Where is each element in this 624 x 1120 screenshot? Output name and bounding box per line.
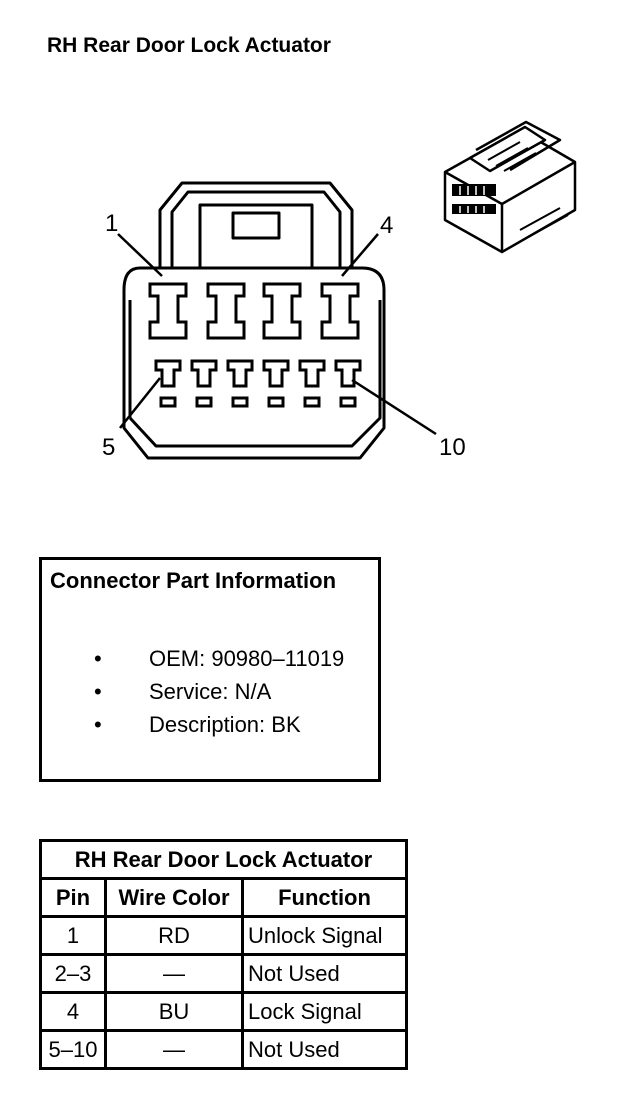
slot-6 — [195, 396, 213, 408]
leader-pin-1 — [117, 233, 163, 277]
terminal-6 — [190, 359, 218, 388]
pin-label-1: 1 — [105, 210, 119, 237]
connector-inner-outline — [128, 300, 382, 448]
column-header-pin: Pin — [39, 877, 107, 918]
info-description: Description: BK — [149, 712, 301, 737]
leader-pin-5 — [119, 377, 161, 429]
pin-label-10: 10 — [439, 434, 466, 461]
cell-pin: 2–3 — [39, 953, 107, 994]
pin-label-5: 5 — [102, 434, 116, 461]
pin-table: RH Rear Door Lock Actuator Pin Wire Colo… — [39, 839, 408, 1070]
cell-function: Not Used — [241, 953, 408, 994]
latch-inner — [170, 190, 342, 268]
list-item: • OEM: 90980–11019 — [94, 642, 344, 675]
cell-function: Not Used — [241, 1029, 408, 1070]
table-row: 5–10 — Not Used — [39, 1029, 408, 1070]
cell-wire-color: — — [104, 1029, 244, 1070]
slot-9 — [303, 396, 321, 408]
connector-face-diagram — [117, 120, 577, 460]
terminal-3 — [262, 282, 302, 340]
list-item: • Description: BK — [94, 708, 344, 741]
leader-pin-10 — [351, 378, 437, 436]
column-header-wire-color: Wire Color — [104, 877, 244, 918]
cell-pin: 5–10 — [39, 1029, 107, 1070]
connector-info-list: • OEM: 90980–11019 • Service: N/A • Descrip… — [94, 642, 344, 741]
slot-7 — [231, 396, 249, 408]
terminal-10 — [334, 359, 362, 388]
slot-8 — [267, 396, 285, 408]
column-header-function: Function — [241, 877, 408, 918]
info-oem: OEM: 90980–11019 — [149, 646, 345, 671]
bullet-icon: • — [94, 712, 102, 737]
latch-housing — [158, 181, 354, 268]
latch-window — [198, 203, 314, 268]
table-row: 4 BU Lock Signal — [39, 991, 408, 1032]
pin-label-4: 4 — [380, 212, 394, 239]
connector-3d-view — [443, 120, 577, 254]
cell-pin: 4 — [39, 991, 107, 1032]
table-header-row: Pin Wire Color Function — [39, 877, 408, 918]
latch-tab — [231, 211, 281, 240]
terminal-9 — [298, 359, 326, 388]
terminal-8 — [262, 359, 290, 388]
connector-body-outline — [122, 266, 386, 460]
small-terminals — [154, 359, 362, 408]
large-terminals — [148, 282, 360, 340]
leader-pin-4 — [341, 233, 379, 277]
list-item: • Service: N/A — [94, 675, 344, 708]
pin-table-title: RH Rear Door Lock Actuator — [39, 839, 408, 880]
diagram-title: RH Rear Door Lock Actuator — [47, 34, 331, 57]
cell-wire-color: BU — [104, 991, 244, 1032]
cell-function: Lock Signal — [241, 991, 408, 1032]
table-row: 1 RD Unlock Signal — [39, 915, 408, 956]
terminal-1 — [148, 282, 188, 340]
terminal-7 — [226, 359, 254, 388]
cell-pin: 1 — [39, 915, 107, 956]
cell-wire-color: RD — [104, 915, 244, 956]
slot-5 — [159, 396, 177, 408]
bullet-icon: • — [94, 679, 102, 704]
connector-info-box: Connector Part Information • OEM: 90980–1… — [39, 557, 381, 782]
connector-info-heading: Connector Part Information — [50, 568, 337, 593]
terminal-4 — [320, 282, 360, 340]
table-row: 2–3 — Not Used — [39, 953, 408, 994]
terminal-5 — [154, 359, 182, 388]
cell-wire-color: — — [104, 953, 244, 994]
info-service: Service: N/A — [149, 679, 272, 704]
cell-function: Unlock Signal — [241, 915, 408, 956]
terminal-2 — [206, 282, 246, 340]
bullet-icon: • — [94, 646, 102, 671]
slot-10 — [339, 396, 357, 408]
leader-lines — [117, 233, 437, 436]
